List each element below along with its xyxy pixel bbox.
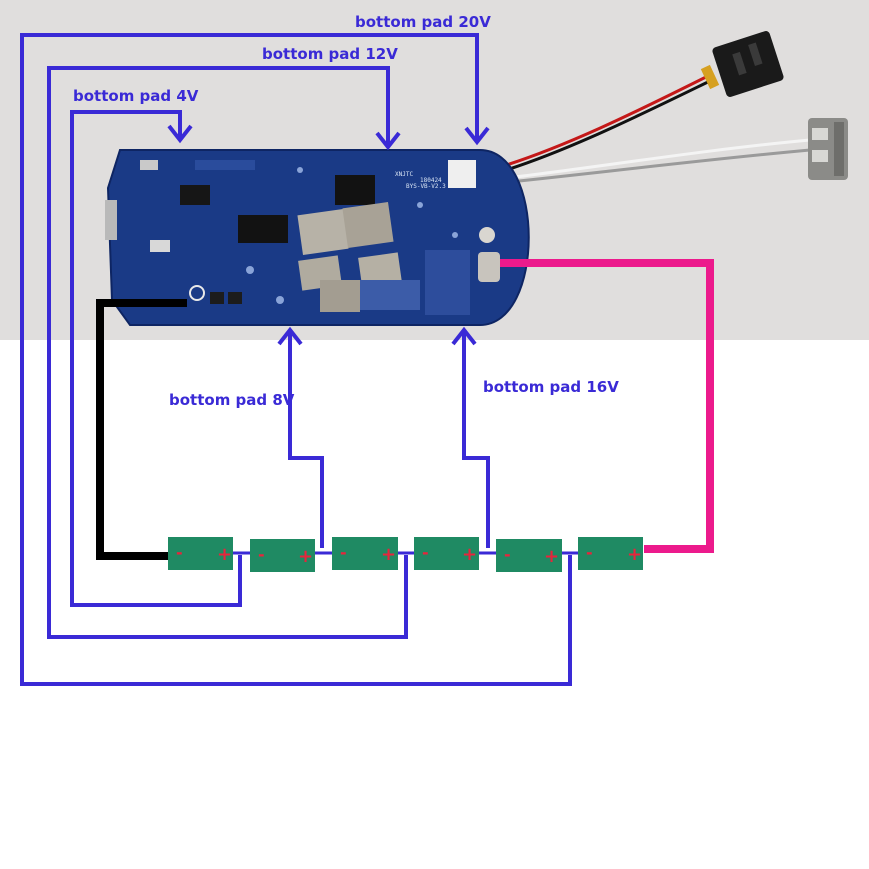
black-negative-wire — [96, 299, 187, 560]
arrow-4v — [167, 124, 193, 144]
label-pad-4v: bottom pad 4V — [73, 87, 199, 105]
cell-6-minus: - — [586, 543, 593, 562]
cell-3: - + — [332, 537, 398, 570]
pcb-silk-1: XNJTC — [395, 171, 413, 178]
label-pad-16v: bottom pad 16V — [483, 378, 619, 396]
cell-1: - + — [168, 537, 233, 570]
wire-8v — [288, 332, 324, 548]
cell-6: - + — [578, 537, 643, 570]
cell-1-plus: + — [217, 544, 232, 565]
wire-16v — [462, 332, 490, 548]
arrow-12v — [375, 131, 401, 151]
cell-4-minus: - — [422, 543, 429, 562]
cell-2-minus: - — [258, 545, 265, 564]
wire-20v — [20, 33, 572, 686]
cell-2-plus: + — [298, 546, 313, 567]
pcb-silk-2: BYS-VB-V2.3 — [406, 183, 446, 190]
pcb-silk-3: 180424 — [420, 177, 442, 184]
cell-6-plus: + — [627, 544, 642, 565]
arrow-20v — [464, 126, 490, 146]
micro-switch — [808, 118, 848, 180]
cell-3-plus: + — [381, 544, 396, 565]
arrow-8v — [277, 326, 303, 346]
wire-12v — [47, 66, 408, 639]
pcb-board: XNJTC BYS-VB-V2.3 180424 — [105, 149, 530, 326]
cell-3-minus: - — [340, 543, 347, 562]
cell-5-minus: - — [504, 545, 511, 564]
cell-4-plus: + — [462, 544, 477, 565]
plug-connector — [712, 31, 784, 97]
label-pad-12v: bottom pad 12V — [262, 45, 398, 63]
cell-5-plus: + — [544, 546, 559, 567]
wire-4v — [70, 110, 242, 607]
cell-4: - + — [414, 537, 479, 570]
cell-5: - + — [496, 539, 562, 572]
label-pad-20v: bottom pad 20V — [355, 13, 491, 31]
cell-2: - + — [250, 539, 315, 572]
connector-cables — [489, 64, 811, 186]
label-pad-8v: bottom pad 8V — [169, 391, 295, 409]
arrow-16v — [451, 326, 477, 346]
cell-1-minus: - — [176, 543, 183, 562]
magenta-positive-wire — [500, 259, 714, 553]
